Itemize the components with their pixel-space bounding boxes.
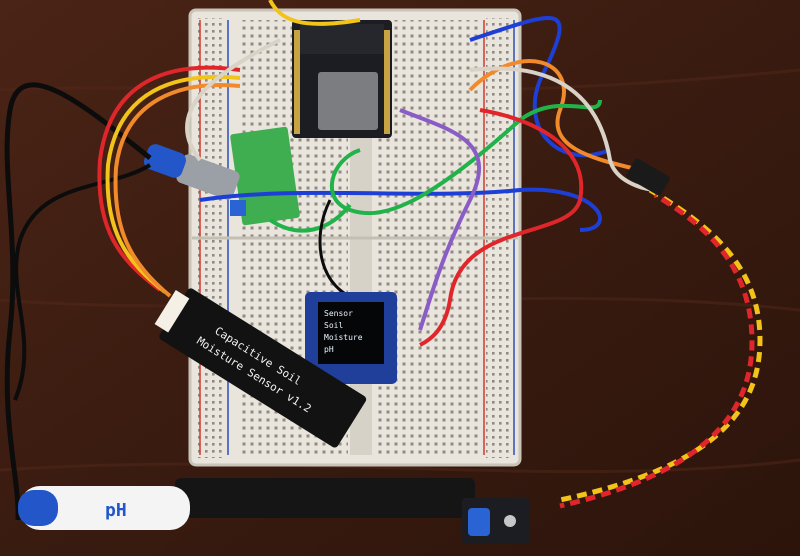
adapter-pot bbox=[230, 200, 246, 216]
ph-probe-label: pH bbox=[105, 500, 127, 521]
orange-wire-2 bbox=[468, 59, 641, 172]
bnc-connector bbox=[144, 144, 240, 200]
green-wire bbox=[330, 99, 602, 216]
soil-sensor-connector bbox=[154, 290, 190, 333]
bnc-body bbox=[176, 154, 240, 200]
oled-line: Moisture bbox=[324, 333, 363, 342]
esp32-module-shield bbox=[318, 72, 378, 130]
ph-probe-body bbox=[175, 478, 475, 518]
oled-line: pH bbox=[324, 345, 334, 354]
adapter-pcb bbox=[230, 126, 300, 226]
oled-screen bbox=[318, 302, 384, 364]
oled-line: Soil bbox=[324, 321, 343, 330]
purple-wire bbox=[399, 108, 482, 331]
twisted-cable-red bbox=[559, 192, 755, 509]
ph-probe: pH bbox=[18, 478, 475, 530]
red-wire-2 bbox=[419, 108, 584, 347]
black-cable bbox=[4, 82, 152, 521]
oled-line: Sensor bbox=[324, 309, 353, 318]
oled-display: Sensor Soil Moisture pH bbox=[305, 292, 397, 384]
cable-connector bbox=[626, 158, 670, 196]
ph-adapter-board bbox=[230, 126, 300, 226]
ph-probe-tip bbox=[18, 490, 58, 526]
soil-sensor-pcb bbox=[159, 288, 367, 448]
temp-sensor-led bbox=[504, 515, 516, 527]
esp32-antenna bbox=[300, 24, 384, 54]
red-wire bbox=[97, 65, 241, 292]
blue-wire-2 bbox=[199, 187, 602, 232]
temperature-sensor-board bbox=[462, 498, 530, 544]
esp32-pins-right bbox=[384, 30, 390, 134]
orange-wire bbox=[113, 83, 241, 298]
yellow-wire-top bbox=[268, 0, 361, 26]
white-wire bbox=[185, 38, 661, 192]
blue-wire bbox=[469, 16, 611, 158]
esp32-pins-left bbox=[294, 30, 300, 134]
bnc-boot bbox=[144, 144, 186, 178]
ph-probe-cap bbox=[20, 486, 190, 530]
green-wire-2 bbox=[268, 203, 352, 233]
esp32-dev-board bbox=[292, 20, 392, 138]
yellow-wire bbox=[105, 74, 241, 294]
temp-sensor-chip bbox=[468, 508, 490, 536]
